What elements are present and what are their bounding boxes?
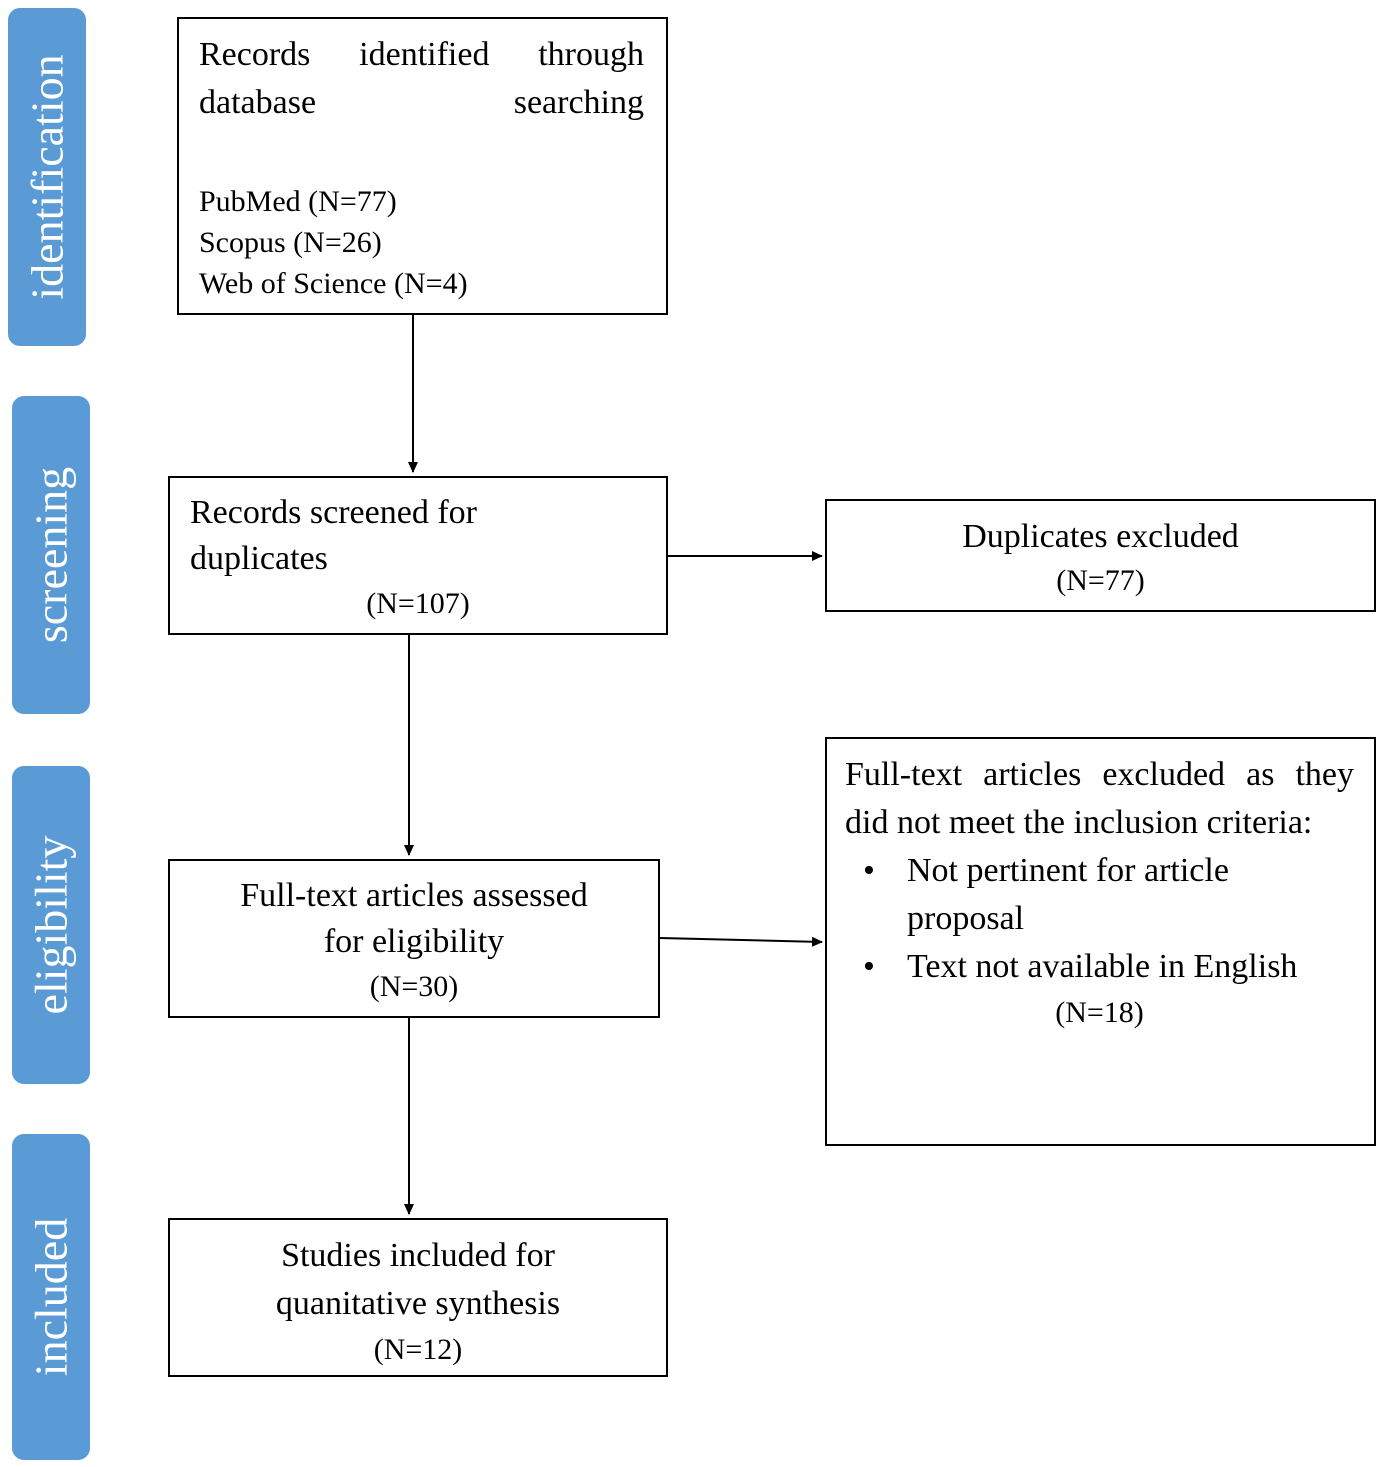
box-studies-included: Studies included for quanitative synthes…: [168, 1218, 668, 1377]
duplicates-title: Duplicates excluded: [962, 518, 1239, 555]
identified-source-pubmed: PubMed (N=77): [199, 185, 397, 218]
assessed-title-line1: Full-text articles assessed: [240, 877, 588, 914]
stage-screening: screening: [12, 396, 90, 714]
screened-title-line1: Records screened for: [190, 494, 477, 531]
identified-source-scopus: Scopus (N=26): [199, 226, 382, 259]
box-records-identified: Records identified through database sear…: [177, 17, 668, 315]
stage-included: included: [12, 1134, 90, 1460]
screened-count: (N=107): [366, 587, 470, 620]
excluded-reason-2: • Text not available in English: [845, 943, 1354, 991]
identified-source-wos: Web of Science (N=4): [199, 267, 468, 300]
bullet-icon: •: [863, 852, 875, 889]
bullet-icon: •: [863, 948, 875, 985]
box-fulltext-excluded: Full-text articles excluded as they did …: [825, 737, 1376, 1146]
duplicates-count: (N=77): [1056, 564, 1145, 597]
stage-identification: identification: [8, 8, 86, 346]
excluded-title: Full-text articles excluded as they did …: [845, 756, 1354, 841]
screened-title-line2: duplicates: [190, 540, 328, 577]
included-title-line1: Studies included for: [281, 1237, 555, 1274]
arrow-assessed-to-excluded: [659, 936, 823, 947]
excluded-reason-1: • Not pertinent for article proposal: [845, 847, 1354, 943]
excluded-count: (N=18): [1055, 996, 1144, 1029]
box-records-screened: Records screened for duplicates (N=107): [168, 476, 668, 635]
stage-eligibility: eligibility: [12, 766, 90, 1084]
assessed-title-line2: for eligibility: [323, 923, 505, 960]
included-count: (N=12): [373, 1333, 463, 1366]
excluded-reason-1-text: Not pertinent for article proposal: [907, 852, 1229, 937]
assessed-count: (N=30): [369, 970, 459, 1003]
excluded-reason-2-text: Text not available in English: [907, 948, 1298, 985]
identified-title: Records identified through database sear…: [199, 36, 644, 121]
included-title-line2: quanitative synthesis: [275, 1285, 561, 1322]
box-duplicates-excluded: Duplicates excluded (N=77): [825, 499, 1376, 612]
box-fulltext-assessed: Full-text articles assessed for eligibil…: [168, 859, 660, 1018]
